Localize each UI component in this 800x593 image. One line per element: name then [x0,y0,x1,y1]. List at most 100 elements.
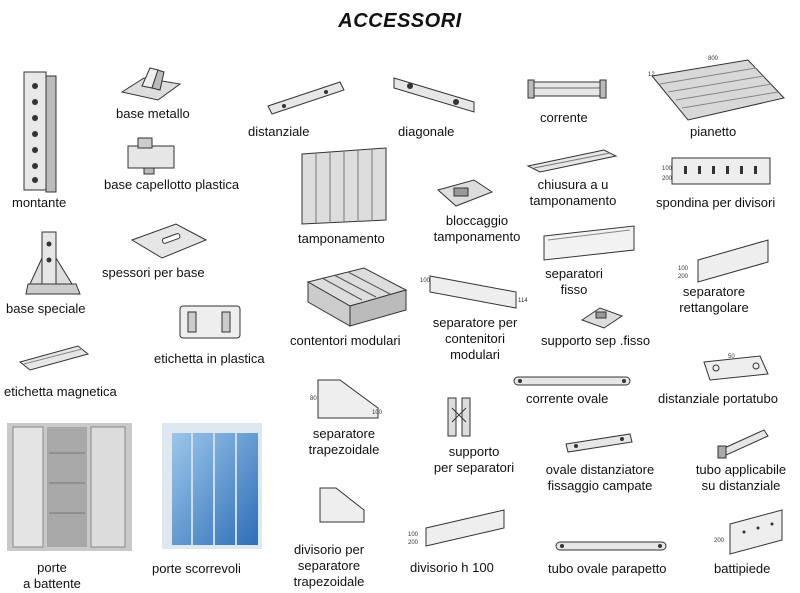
sep-trap-label-line1: separatore [312,426,376,441]
spondina-label: spondina per divisori [656,195,776,210]
battipiede-h-mark: 200 [714,538,725,544]
montante-label: montante [12,195,67,210]
pianetto-depth-mark: 12 [648,72,655,78]
bloccaggio-label-line1: bloccaggio [445,213,509,228]
sep-trap-label: separatore trapezoidale [308,426,380,458]
etichetta-plastica-image [174,300,246,344]
page-title: ACCESSORI [338,10,462,32]
porte-battente-label-line2: a battente [23,576,81,591]
divisorio-trap-image [312,480,368,528]
spondina-h1-mark: 100 [662,166,673,172]
sep-contenitori-label-line2: contenitori [445,331,505,346]
battipiede-image: 200 [714,506,786,558]
divisorio-trap-label-line2: separatore [297,558,361,573]
bloccaggio-label: bloccaggio tamponamento [428,213,526,245]
corrente-ovale-image [510,372,634,390]
separatori-fisso-image [540,222,638,264]
base-capellotto-image [122,134,182,176]
div-h100-mark: 100 [408,532,419,538]
montante-image [18,70,64,194]
battipiede-label: battipiede [714,561,771,576]
tubo-ovale-parapetto-label: tubo ovale parapetto [548,561,667,576]
corrente-image [524,74,610,106]
contentori-image [304,262,410,332]
tamponamento-label: tamponamento [298,231,385,246]
distanziale-image [264,76,348,118]
spondina-h2-mark: 200 [662,176,673,182]
separatori-fisso-label-line1: separatori [545,266,603,281]
corrente-ovale-label: corrente ovale [526,391,609,406]
sep-trap-image: 80 100 [310,372,386,424]
sep-trap-label-line2: trapezoidale [308,442,380,457]
sep-rett-h1-mark: 100 [678,266,689,272]
chiusura-label-line1: chiusura a u [537,177,609,192]
separatori-fisso-label: separatori fisso [540,266,608,298]
distanziale-label: distanziale [248,124,310,139]
chiusura-label: chiusura a u tamponamento [524,177,622,209]
divisorio-h100-label: divisorio h 100 [410,560,494,575]
diagonale-image [390,68,480,120]
divisorio-trap-label-line3: trapezoidale [293,574,365,589]
sep-contenitori-label-line1: separatore per [432,315,518,330]
tubo-applicabile-label-line2: su distanziale [701,478,781,493]
divisorio-trap-label: divisorio per separatore trapezoidale [290,542,368,590]
separatore-rett-label-line2: rettangolare [679,300,749,315]
supporto-separatori-label-line1: supporto [448,444,500,459]
bloccaggio-image [434,176,496,212]
separatori-fisso-label-line2: fisso [560,282,588,297]
supporto-separatori-image [442,394,476,440]
spondina-image: 100 200 [662,150,774,192]
base-speciale-image [24,228,82,298]
base-speciale-label: base speciale [6,301,86,316]
contentori-label: contentori modulari [290,333,401,348]
base-capellotto-label: base capellotto plastica [104,177,240,192]
diagonale-label: diagonale [398,124,455,139]
etichetta-magnetica-image [16,340,92,376]
chiusura-label-line2: tamponamento [529,193,617,208]
supporto-separatori-label-line2: per separatori [433,460,515,475]
sep-contenitori-label: separatore per contenitori modulari [426,315,524,363]
tubo-applicabile-image [716,424,772,460]
tubo-ovale-parapetto-image [552,536,670,556]
porte-battente-label: porte a battente [20,560,84,592]
sep-trap-w-mark: 100 [372,410,383,416]
sep-contenitori-image: 100 114 [420,268,530,314]
distanziale-portatubo-image: 50 [700,350,772,386]
tamponamento-image [298,146,390,226]
tubo-applicabile-label: tubo applicabile su distanziale [688,462,794,494]
portatubo-mark: 50 [728,354,735,360]
divisorio-trap-label-line1: divisorio per [293,542,365,557]
ovale-dist-label: ovale distanziatore fissaggio campate [540,462,660,494]
porte-scorrevoli-photo [162,423,262,549]
divisorio-h100-image: 100 200 [406,506,508,554]
sep-contenitori-label-line3: modulari [450,347,500,362]
spessori-image [126,220,210,264]
supporto-sep-fisso-label: supporto sep .fisso [541,333,651,348]
div-h200-mark: 200 [408,540,419,546]
porte-battente-photo [7,423,132,551]
etichetta-plastica-label: etichetta in plastica [154,351,265,366]
sep-rett-h2-mark: 200 [678,274,689,280]
bloccaggio-label-line2: tamponamento [433,229,521,244]
base-metallo-label: base metallo [116,106,190,121]
pianetto-width-mark: 800 [708,56,719,62]
distanziale-portatubo-label: distanziale portatubo [658,391,778,406]
tubo-applicabile-label-line1: tubo applicabile [695,462,787,477]
ovale-dist-image [562,430,636,460]
spessori-label: spessori per base [102,265,205,280]
etichetta-magnetica-label: etichetta magnetica [4,384,117,399]
pianetto-image: 800 12 [648,54,788,126]
base-metallo-image [118,62,184,104]
separatore-rett-image: 100 200 [676,236,772,286]
ovale-dist-label-line2: fissaggio campate [547,478,653,493]
supporto-separatori-label: supporto per separatori [428,444,520,476]
pianetto-label: pianetto [690,124,737,139]
supporto-sep-fisso-image [578,302,626,332]
corrente-label: corrente [540,110,588,125]
chiusura-image [524,144,620,176]
porte-scorrevoli-label: porte scorrevoli [152,561,241,576]
sep-trap-h-mark: 80 [310,396,317,402]
separatore-rett-label-line1: separatore [682,284,746,299]
separatore-rett-label: separatore rettangolare [672,284,756,316]
sep-cont-a-mark: 100 [420,278,431,284]
